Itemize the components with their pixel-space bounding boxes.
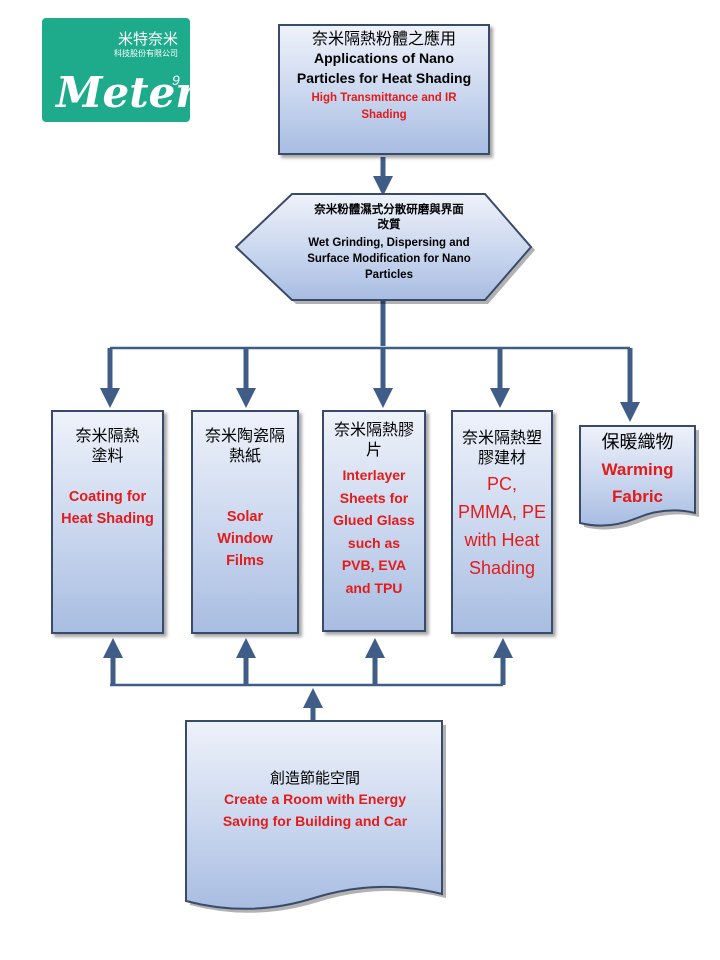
fabric-text: 保暖織物 Warming Fabric bbox=[580, 432, 695, 510]
fabric-shape bbox=[579, 425, 696, 527]
product-window-film-box: 奈米陶瓷隔熱紙 Solar Window Films bbox=[191, 410, 299, 634]
room-text: 創造節能空間 Create a Room with Energy Saving … bbox=[192, 768, 438, 832]
top-title-en: Applications of Nano Particles for Heat … bbox=[296, 50, 472, 86]
top-application-box: 奈米隔熱粉體之應用 Applications of Nano Particles… bbox=[278, 24, 490, 155]
product-plastics-box: 奈米隔熱塑膠建材 PC, PMMA, PE with Heat Shading bbox=[451, 410, 553, 634]
fabric-zh: 保暖織物 bbox=[601, 432, 674, 453]
top-subtitle: High Transmittance and IR Shading bbox=[311, 92, 457, 121]
process-text: 奈米粉體濕式分散研磨與界面改質 Wet Grinding, Dispersing… bbox=[295, 202, 483, 283]
product-plastics-en: PC, PMMA, PE with Heat Shading bbox=[457, 474, 546, 578]
product-coating-en: Coating for Heat Shading bbox=[61, 489, 154, 527]
top-title-zh: 奈米隔熱粉體之應用 bbox=[311, 29, 456, 48]
process-hexagon bbox=[234, 193, 533, 301]
product-plastics-zh: 奈米隔熱塑膠建材 bbox=[461, 428, 542, 467]
product-interlayer-box: 奈米隔熱膠片 Interlayer Sheets for Glued Glass… bbox=[322, 410, 426, 632]
product-window-film-en: Solar Window Films bbox=[217, 509, 273, 569]
product-interlayer-en: Interlayer Sheets for Glued Glass such a… bbox=[333, 467, 415, 596]
product-coating-zh: 奈米隔熱塗料 bbox=[75, 426, 140, 465]
room-zh: 創造節能空間 bbox=[269, 769, 360, 787]
room-shape bbox=[185, 720, 443, 910]
logo-subtitle: 科技股份有限公司 bbox=[114, 49, 178, 58]
logo-mark: 9 bbox=[172, 72, 180, 88]
room-en: Create a Room with Energy Saving for Bui… bbox=[222, 791, 408, 829]
product-interlayer-zh: 奈米隔熱膠片 bbox=[333, 420, 414, 459]
process-zh: 奈米粉體濕式分散研磨與界面改質 bbox=[314, 202, 464, 231]
product-window-film-zh: 奈米陶瓷隔熱紙 bbox=[204, 426, 285, 465]
fabric-en: Warming Fabric bbox=[601, 460, 674, 506]
logo-brand: Meter bbox=[56, 68, 198, 117]
company-logo: 米特奈米 科技股份有限公司 Meter 9 bbox=[42, 18, 197, 122]
process-en: Wet Grinding, Dispersing and Surface Mod… bbox=[307, 237, 471, 281]
product-coating-box: 奈米隔熱塗料 Coating for Heat Shading bbox=[51, 410, 164, 634]
logo-chinese-name: 米特奈米 bbox=[117, 30, 178, 48]
